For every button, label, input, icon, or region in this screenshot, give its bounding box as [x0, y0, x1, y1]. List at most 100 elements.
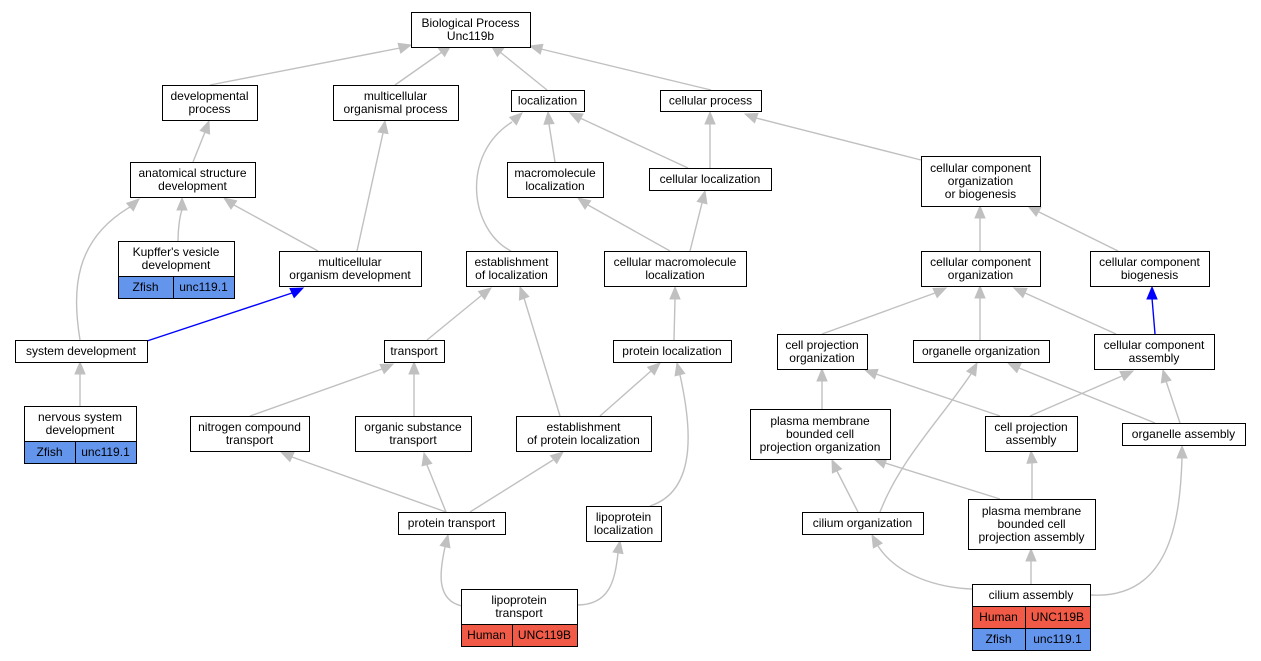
edge-line	[1029, 375, 1123, 417]
node-organelle-organization[interactable]: organelle organization	[913, 340, 1050, 363]
node-label: cellular component	[1104, 338, 1205, 352]
edge-36	[421, 451, 447, 513]
node-label: cellular component	[930, 161, 1031, 175]
arrowhead-icon	[669, 285, 681, 300]
node-label: organization	[789, 351, 854, 365]
edge-line	[523, 297, 561, 417]
node-label: nervous system	[38, 410, 122, 424]
node-box	[507, 162, 604, 198]
edge-6	[543, 110, 556, 163]
node-label: establishment	[474, 255, 549, 269]
node-label: plasma membrane	[982, 504, 1082, 518]
node-label: lipoprotein	[596, 510, 651, 524]
node-protein-transport[interactable]: protein transport	[398, 512, 506, 535]
edge-24	[1012, 287, 1117, 335]
node-box	[398, 512, 506, 535]
node-label: multicellular	[364, 89, 427, 103]
gene-cell	[512, 624, 578, 647]
node-organelle-assembly[interactable]: organelle assembly	[1122, 423, 1246, 446]
node-box	[516, 416, 652, 452]
arrowhead-icon	[704, 110, 716, 125]
node-box	[24, 406, 137, 442]
node-protein-localization[interactable]: protein localization	[613, 340, 732, 363]
edge-9	[704, 110, 716, 168]
edge-35	[279, 451, 447, 513]
node-box	[649, 168, 772, 191]
edge-line	[1151, 297, 1156, 335]
arrowhead-icon	[543, 110, 555, 125]
node-box	[466, 251, 558, 287]
node-label: localization	[594, 523, 653, 537]
node-cellular-localization[interactable]: cellular localization	[649, 168, 772, 191]
edge-line	[884, 462, 1001, 500]
arrowhead-icon	[646, 362, 661, 376]
edge-line	[177, 209, 183, 242]
node-label: cellular localization	[660, 172, 761, 186]
edge-14	[576, 197, 671, 252]
node-label: cell projection	[785, 338, 858, 352]
node-cilium-organization[interactable]: cilium organization	[802, 512, 924, 535]
arrowhead-icon	[1160, 368, 1172, 384]
arrowhead-icon	[1026, 449, 1038, 464]
edge-27	[408, 360, 420, 416]
node-box	[130, 162, 256, 198]
arrowhead-icon	[222, 197, 238, 210]
node-label: protein localization	[622, 344, 721, 358]
edge-line	[579, 117, 689, 169]
edge-44	[871, 533, 981, 590]
edge-line	[192, 131, 206, 163]
node-box	[750, 409, 891, 460]
node-label: transport	[390, 344, 438, 358]
gene-cell	[75, 441, 137, 464]
edge-line	[548, 123, 556, 163]
edge-46	[439, 533, 463, 607]
edge-47	[576, 539, 624, 606]
arrowhead-icon	[199, 119, 211, 135]
node-box	[1094, 334, 1215, 370]
arrowhead-icon	[871, 533, 884, 549]
node-label: Unc119b	[447, 29, 494, 43]
edge-7	[568, 112, 689, 169]
arrowhead-icon	[674, 361, 686, 377]
species-label: Human	[979, 610, 1018, 624]
arrowhead-icon	[379, 363, 395, 375]
node-box	[613, 340, 732, 363]
node-label: cilium assembly	[989, 588, 1074, 602]
node-label: lipoprotein	[491, 593, 546, 607]
node-localization[interactable]: localization	[511, 90, 585, 112]
node-system-development[interactable]: system development	[15, 340, 148, 363]
edge-33	[1160, 368, 1181, 424]
edge-29	[599, 362, 661, 417]
node-cellular-process[interactable]: cellular process	[660, 90, 762, 112]
node-transport[interactable]: transport	[384, 340, 445, 363]
edge-line	[1165, 380, 1181, 424]
edge-23	[974, 284, 986, 340]
arrowhead-icon	[1119, 370, 1135, 382]
